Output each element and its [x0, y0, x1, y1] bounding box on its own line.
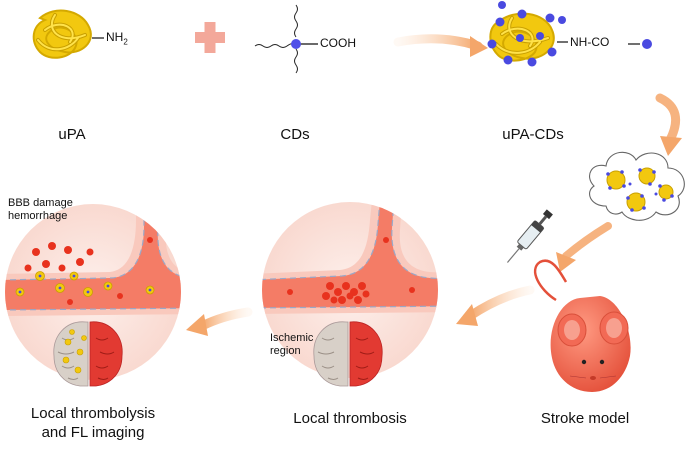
cds-label: CDs — [280, 126, 310, 143]
ischemic-region-annotation: Ischemic region — [270, 332, 313, 358]
cds-carboxyl-group: COOH — [320, 36, 356, 50]
thrombosis-panel — [262, 202, 438, 387]
brain-fl-icon — [53, 321, 123, 387]
bbb-line-2: hemorrhage — [8, 210, 68, 222]
syringe-icon — [506, 209, 553, 263]
mouse-icon — [533, 259, 631, 392]
carbon-dot-icon — [254, 4, 318, 74]
cloud-icon — [589, 151, 685, 221]
arrow-to-conjugate — [393, 34, 488, 57]
conjugate-amide-group: NH-CO — [570, 35, 610, 49]
arrow-to-thrombolysis — [186, 307, 253, 336]
thrombolysis-line-2: and FL imaging — [41, 424, 145, 441]
thrombolysis-line-1: Local thrombolysis — [30, 405, 156, 422]
upa-label: uPA — [58, 126, 86, 143]
local-thrombosis-label: Local thrombosis — [293, 410, 407, 427]
bbb-damage-annotation: BBB damage hemorrhage — [8, 197, 73, 223]
arrow-to-cloud — [655, 93, 682, 156]
conjugate-protein-coil-icon — [487, 1, 566, 67]
ischemic-line-1: Ischemic — [270, 332, 314, 344]
conjugate-label: uPA-CDs — [502, 126, 564, 143]
thrombolysis-label: Local thrombolysis and FL imaging — [31, 404, 155, 442]
plus-icon — [195, 22, 225, 53]
bbb-line-1: BBB damage — [8, 197, 73, 209]
brain-icon — [313, 321, 383, 387]
upa-protein-coil-icon — [32, 9, 92, 59]
upa-amine-group: NH2 — [106, 30, 128, 47]
thrombolysis-panel — [5, 204, 181, 387]
arrow-to-syringe — [556, 222, 612, 272]
ischemic-line-2: region — [270, 345, 301, 357]
arrow-to-thrombosis — [456, 285, 535, 326]
stroke-model-label: Stroke model — [540, 410, 630, 427]
